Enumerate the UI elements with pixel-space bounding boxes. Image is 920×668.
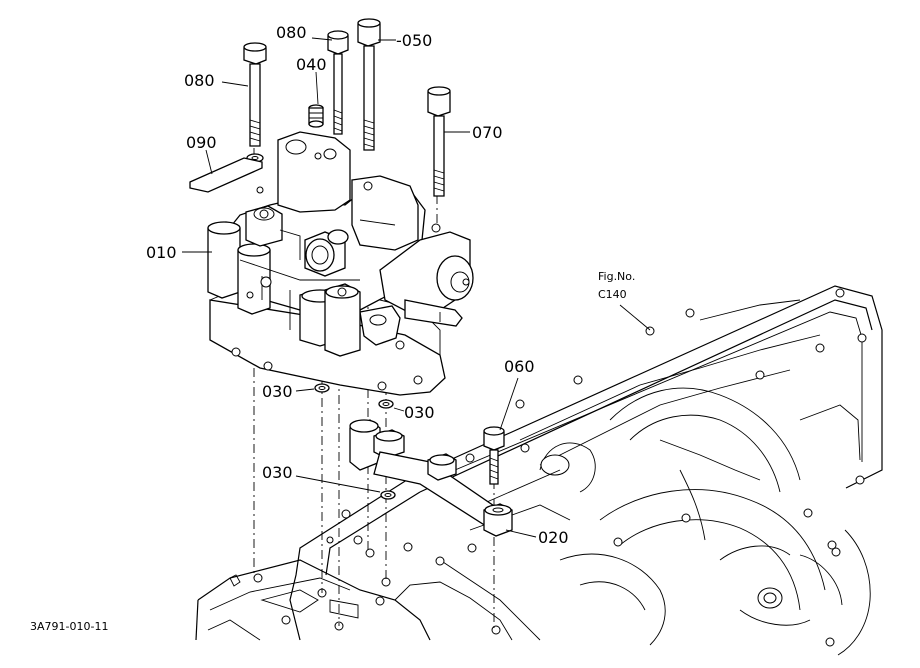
o-rings-030	[314, 383, 396, 500]
label-090: 090	[186, 133, 217, 152]
label-030-right: 030	[404, 403, 435, 422]
bolt-070	[427, 86, 451, 197]
label-030-left: 030	[262, 382, 293, 401]
label-070: 070	[472, 123, 503, 142]
bolt-060	[483, 426, 505, 485]
bolt-080-center	[327, 30, 349, 135]
bolt-050	[357, 18, 381, 151]
label-040: 040	[296, 55, 327, 74]
label-060: 060	[504, 357, 535, 376]
bolt-080-left	[243, 42, 267, 163]
label-010: 010	[146, 243, 177, 262]
transmission-case	[289, 285, 883, 656]
label-030-lower: 030	[262, 463, 293, 482]
bracket-090	[189, 157, 263, 193]
valve-body-010	[207, 131, 474, 396]
label-020: 020	[538, 528, 569, 547]
leader-lines	[182, 37, 651, 538]
label-080-left: 080	[184, 71, 215, 90]
label-050: -050	[396, 31, 432, 50]
label-080-top: 080	[276, 23, 307, 42]
plug-040	[308, 104, 324, 128]
link-arm-020	[349, 419, 513, 537]
lower-housing	[195, 509, 513, 641]
drawing-code: 3A791-010-11	[30, 620, 108, 633]
part-labels: 080 090 080 040 -050 070 010 030 030 030…	[30, 23, 635, 633]
fig-ref-line2: C140	[598, 288, 627, 301]
fig-ref-line1: Fig.No.	[598, 270, 635, 283]
